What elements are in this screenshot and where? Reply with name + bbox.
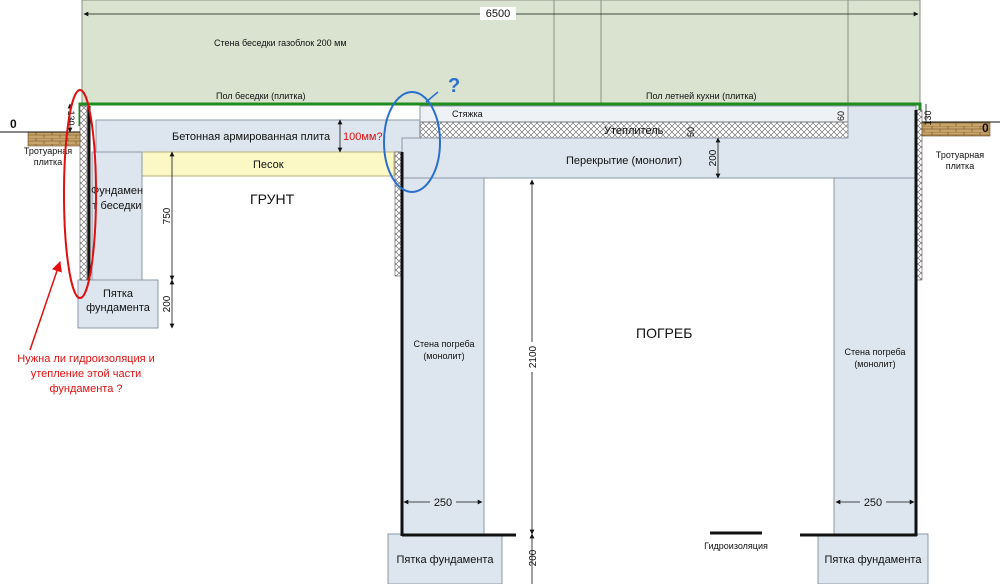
label-overlap: Перекрытие (монолит) <box>566 155 682 167</box>
dim-foundation-depth: 750 <box>162 207 173 224</box>
footing-bottom-right-body <box>817 533 929 584</box>
dim-wall-width-right-bg <box>860 495 886 507</box>
label-gazebo-floor: Пол беседки (плитка) <box>216 91 306 101</box>
screed-layer <box>419 105 849 123</box>
foundation-insulation-strip <box>79 105 88 281</box>
label-gazebo-wall: Стена беседки газоблок 200 мм <box>214 38 347 48</box>
dim-cellar-height: 2100 <box>528 345 539 368</box>
label-paving-left: Тротуарная плитка <box>23 146 73 167</box>
dim-wall-width-right: 250 <box>864 497 882 509</box>
blue-highlight-ellipse <box>383 91 441 193</box>
dim-insulation-thickness: 50 <box>686 127 696 137</box>
dim-overlap-thickness: 200 <box>708 149 719 166</box>
dim-total-width-bg <box>480 7 516 20</box>
wall-window-block <box>553 0 602 105</box>
label-footing-bottom-left: Пятка фундамента <box>397 554 495 566</box>
label-waterproofing: Гидроизоляция <box>704 541 768 551</box>
label-insulation: Утеплитель <box>604 125 664 137</box>
cellar-wall-left-body <box>401 177 485 535</box>
dim-slab-thickness: 100мм? <box>343 131 383 143</box>
label-footing-left: Пятка фундамента <box>86 288 150 314</box>
label-cellar-wall-right: Стена погреба (монолит) <box>844 347 906 369</box>
dim-tile-level-right: 130 <box>923 110 933 125</box>
level-zero-right: 0 <box>982 121 989 135</box>
sand-layer <box>141 151 395 177</box>
label-kitchen-floor: Пол летней кухни (плитка) <box>646 91 757 101</box>
label-sand: Песок <box>253 159 284 171</box>
label-concrete-slab: Бетонная армированная плита <box>172 131 331 143</box>
blue-question-mark: ? <box>448 75 460 97</box>
red-highlight-ellipse <box>63 89 97 299</box>
footing-left <box>77 279 159 329</box>
label-screed: Стяжка <box>452 109 483 119</box>
paving-left <box>27 131 81 147</box>
label-cellar: ПОГРЕБ <box>636 325 692 341</box>
blue-arrow <box>425 91 439 103</box>
label-cellar-wall-left: Стена погреба (монолит) <box>413 339 475 361</box>
label-soil: ГРУНТ <box>250 191 295 207</box>
label-footing-bottom-right: Пятка фундамента <box>825 554 923 566</box>
footing-bottom-left-body <box>387 533 503 584</box>
dim-cellar-height-bg <box>526 342 538 372</box>
cellar-wall-right-body <box>833 177 917 535</box>
level-zero-left: 0 <box>10 117 17 131</box>
dim-footing-height-left: 200 <box>162 295 173 312</box>
dim-total-width: 6500 <box>486 8 510 20</box>
dim-screed-thickness: 60 <box>836 111 846 121</box>
dim-tile-level-left: 130 <box>66 110 76 125</box>
red-question-text: Нужна ли гидроизоляция и утепление этой … <box>17 353 155 395</box>
label-foundation-gazebo: Фундамент беседки <box>90 185 144 212</box>
dim-footing-height-bottom: 200 <box>528 549 539 566</box>
gazebo-foundation <box>91 151 143 281</box>
cellar-insulation-left <box>394 151 402 277</box>
dim-wall-width-left-bg <box>430 495 456 507</box>
label-paving-right: Тротуарная плитка <box>935 150 985 171</box>
red-arrow <box>29 261 62 351</box>
dim-wall-width-left: 250 <box>434 497 452 509</box>
